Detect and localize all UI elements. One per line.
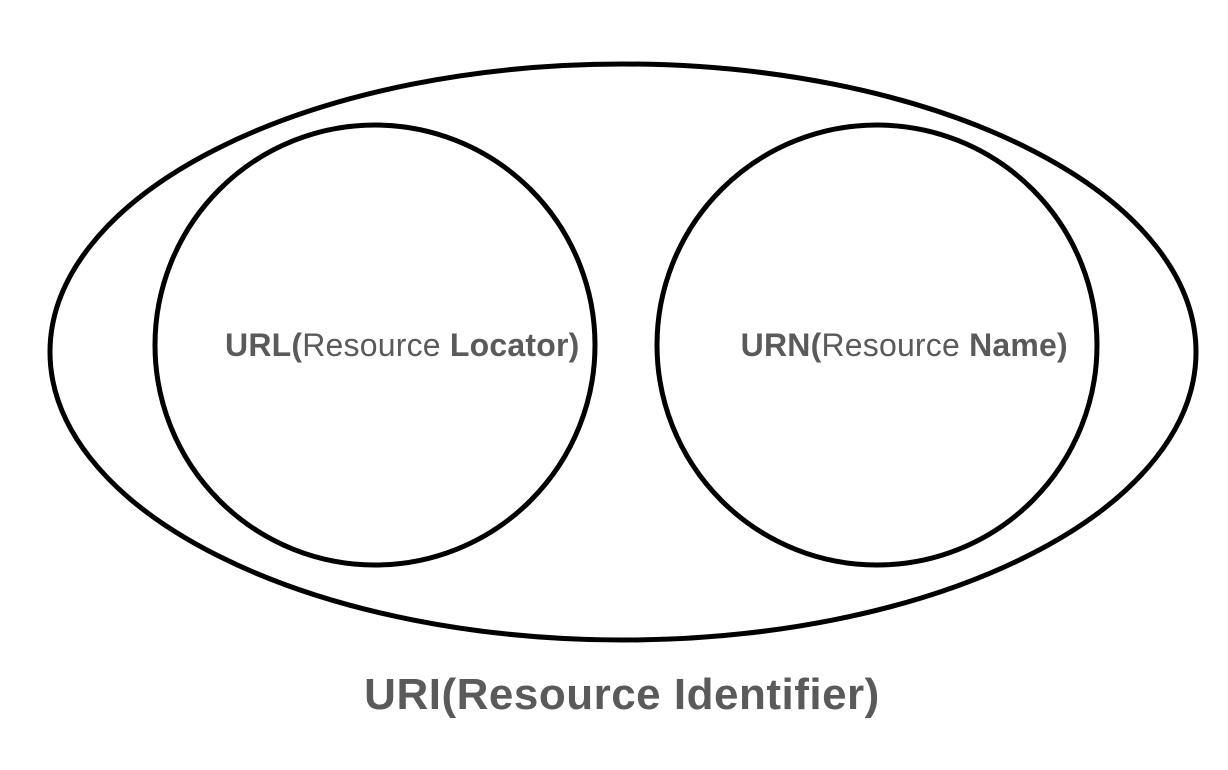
- url-label: URL(Resource Locator): [155, 125, 595, 565]
- uri-outer-ellipse: [47, 61, 1199, 643]
- url-circle: [152, 122, 598, 568]
- urn-label: URN(Resource Name): [657, 125, 1097, 565]
- urn-label-bold-end: Name): [969, 326, 1068, 363]
- uri-label: URI(Resource Identifier): [364, 670, 880, 719]
- urn-label-bold-start: URN(: [740, 326, 822, 363]
- urn-label-regular: Resource: [821, 326, 970, 363]
- url-label-bold-end: Locator): [449, 326, 580, 363]
- urn-circle: [654, 122, 1100, 568]
- url-label-regular: Resource: [302, 326, 450, 363]
- url-label-bold-start: URL(: [225, 326, 303, 363]
